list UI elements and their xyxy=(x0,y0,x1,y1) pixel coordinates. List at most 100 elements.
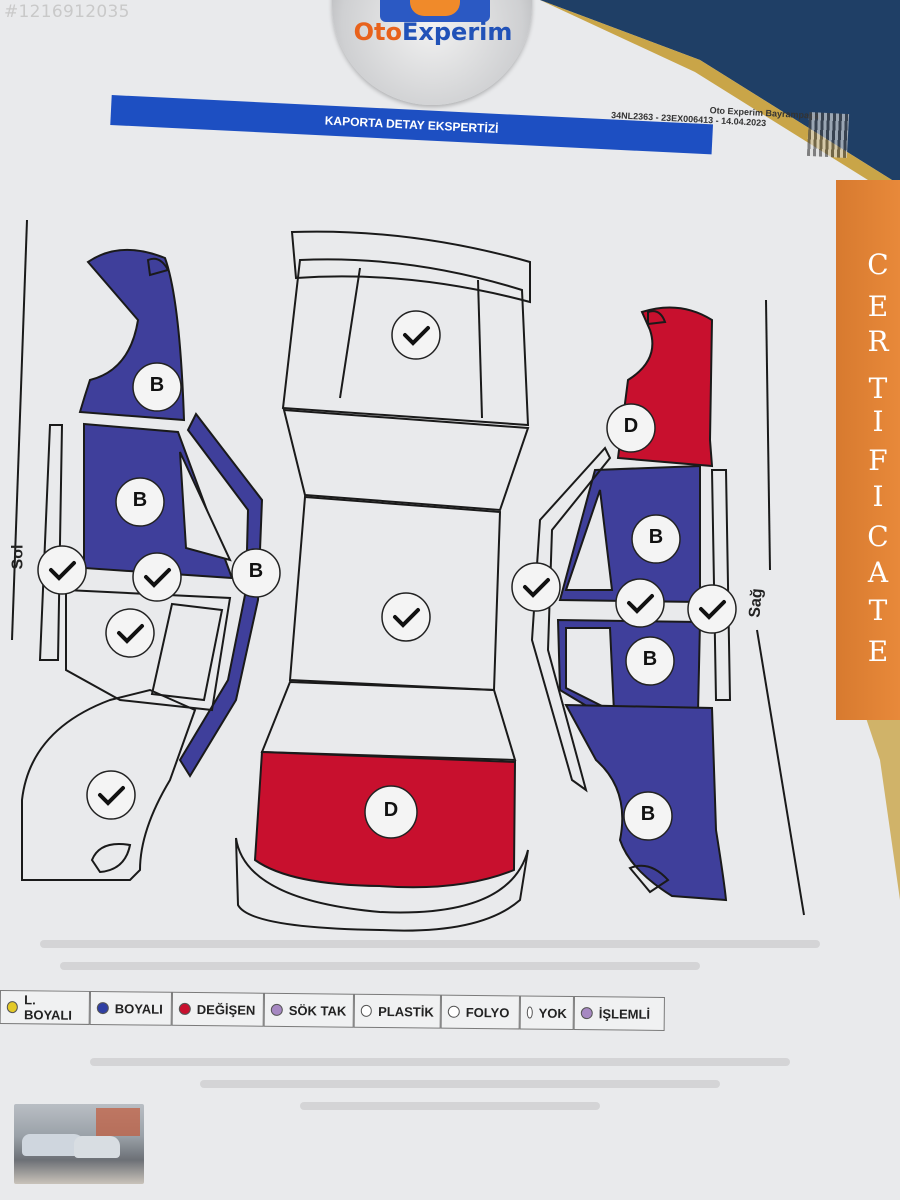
car-image xyxy=(74,1136,120,1158)
legend-swatch-icon xyxy=(447,1005,460,1018)
damage-marker xyxy=(115,477,165,527)
left-tail-light xyxy=(90,843,132,874)
certificate-band xyxy=(836,180,900,720)
legend-item: İŞLEMLİ xyxy=(573,996,665,1031)
marker-label-left-a-pillar: B xyxy=(248,560,264,582)
rear-window-outline xyxy=(260,680,517,762)
faint-text-line xyxy=(40,940,820,948)
left-rear-window xyxy=(150,602,224,702)
legend-label: L. BOYALI xyxy=(23,992,73,1023)
brand-name-part1: Oto xyxy=(353,18,402,46)
check-icon xyxy=(98,786,125,806)
hood-crease-left xyxy=(339,267,361,399)
ok-marker xyxy=(132,552,182,602)
listing-id: #1216912035 xyxy=(4,2,130,22)
right-tail-light xyxy=(628,864,670,894)
legend-swatch-icon xyxy=(580,1007,593,1020)
check-icon xyxy=(403,326,430,346)
hood-outline xyxy=(281,258,530,427)
roof-outline xyxy=(288,495,502,692)
certificate-letter: F xyxy=(868,444,888,477)
right-side-label: Sağ xyxy=(746,587,766,619)
legend-label: PLASTİK xyxy=(378,1003,434,1020)
legend-swatch-icon xyxy=(270,1003,283,1016)
ok-marker xyxy=(687,584,737,634)
certificate-letter: A xyxy=(867,556,889,589)
legend-swatch-icon xyxy=(6,1001,19,1014)
left-mirror xyxy=(146,257,170,277)
check-icon xyxy=(117,624,144,644)
legend-label: İŞLEMLİ xyxy=(598,1005,651,1022)
legend-label: YOK xyxy=(538,1005,567,1021)
damage-marker xyxy=(132,362,182,412)
marker-label-left-front-door: B xyxy=(132,489,148,511)
ok-marker xyxy=(37,545,87,595)
faint-text-line xyxy=(300,1102,600,1110)
ok-marker xyxy=(381,592,431,642)
damage-marker xyxy=(623,791,673,841)
ok-marker xyxy=(86,770,136,820)
ok-marker xyxy=(105,608,155,658)
front-bumper-outline xyxy=(290,230,531,304)
legend-item: DEĞİŞEN xyxy=(171,991,264,1027)
certificate-letter: C xyxy=(867,520,889,553)
damage-marker xyxy=(625,636,675,686)
left-guide-line xyxy=(11,219,28,641)
faint-text-line xyxy=(200,1080,720,1088)
legend-label: BOYALI xyxy=(114,1000,163,1017)
shop-sign xyxy=(96,1108,140,1136)
legend: L. BOYALI BOYALI DEĞİŞEN SÖK TAK PLASTİK FOLY… xyxy=(0,990,665,1033)
damage-marker xyxy=(631,514,681,564)
check-icon xyxy=(144,568,171,588)
legend-item: FOLYO xyxy=(440,994,520,1030)
left-front-window xyxy=(179,451,232,562)
marker-label-right-rear-door: B xyxy=(642,648,658,670)
certificate-letter: E xyxy=(867,635,889,668)
legend-item: L. BOYALI xyxy=(0,990,90,1025)
legend-item: BOYALI xyxy=(89,990,172,1026)
damage-marker xyxy=(231,548,281,598)
legend-item: PLASTİK xyxy=(353,993,441,1029)
dealer-photo-thumbnail[interactable] xyxy=(14,1104,144,1184)
right-rear-window xyxy=(565,627,616,714)
legend-label: DEĞİŞEN xyxy=(196,1001,256,1018)
windshield-outline xyxy=(282,408,530,512)
certificate-letter: I xyxy=(872,480,884,513)
brand-logo: OtoExperim xyxy=(340,18,526,46)
legend-swatch-icon xyxy=(178,1002,191,1015)
right-guide-line-lower xyxy=(756,629,805,916)
car-image xyxy=(22,1134,84,1156)
ok-marker xyxy=(615,578,665,628)
left-rocker-front xyxy=(38,424,64,661)
left-side-label: Sol xyxy=(9,544,27,570)
ok-marker xyxy=(511,562,561,612)
certificate-letter: R xyxy=(867,325,889,358)
damage-marker xyxy=(364,785,418,839)
marker-label-right-front-fender: D xyxy=(623,415,639,437)
faint-text-line xyxy=(60,962,700,970)
check-icon xyxy=(699,600,726,620)
hood-crease-right xyxy=(477,279,483,419)
certificate-letter: E xyxy=(867,290,889,323)
certificate-letter: I xyxy=(872,405,884,438)
faint-text-line xyxy=(90,1058,790,1066)
check-icon xyxy=(393,608,420,628)
marker-label-right-front-door: B xyxy=(648,526,664,548)
check-icon xyxy=(523,578,550,598)
left-rear-fender xyxy=(21,688,197,881)
legend-swatch-icon xyxy=(96,1002,109,1015)
certificate-letter: T xyxy=(868,594,888,627)
right-mirror xyxy=(647,310,667,326)
rear-bumper-outline xyxy=(235,837,529,932)
right-a-pillar xyxy=(530,446,612,793)
legend-label: SÖK TAK xyxy=(288,1002,347,1019)
certificate-letter: C xyxy=(867,248,889,281)
marker-label-right-rear-fender: B xyxy=(640,803,656,825)
right-front-window xyxy=(564,489,614,591)
brand-name-part2: Experim xyxy=(401,18,513,46)
certificate-letter: T xyxy=(868,372,888,405)
legend-swatch-icon xyxy=(526,1006,533,1019)
